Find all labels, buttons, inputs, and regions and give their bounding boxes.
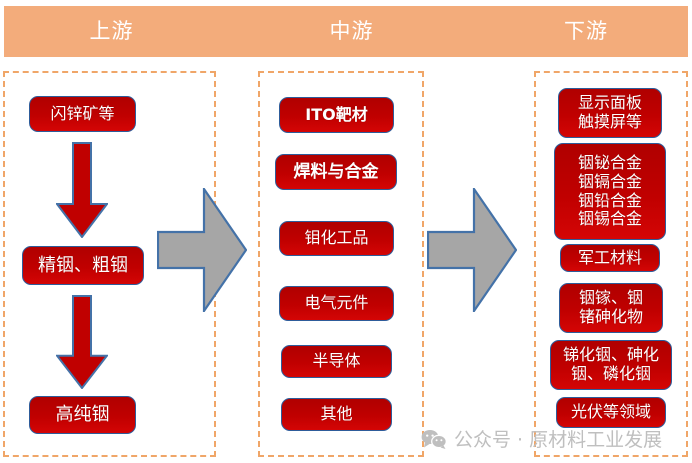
- midstream-box-ito-target[interactable]: ITO靶材: [279, 97, 394, 133]
- midstream-to-downstream-arrow-icon: [427, 188, 517, 312]
- upstream-to-midstream-arrow-icon: [157, 188, 247, 312]
- midstream-box-electrical-components[interactable]: 电气元件: [279, 286, 394, 321]
- downstream-box-indium-gallium-arsenide-text: 铟镓、铟锗砷化物: [578, 288, 643, 326]
- down-arrow-icon-1: [56, 142, 108, 238]
- downstream-box-photovoltaic[interactable]: 光伏等领域: [556, 397, 666, 428]
- downstream-box-display-panel[interactable]: 显示面板触摸屏等: [558, 88, 662, 138]
- upstream-box-high-purity-indium[interactable]: 高纯铟: [29, 396, 136, 434]
- downstream-box-photovoltaic-text: 光伏等领域: [570, 402, 651, 422]
- downstream-box-indium-alloys[interactable]: 铟铋合金铟镉合金铟铅合金铟锡合金: [554, 143, 666, 240]
- header-label-upstream: 上游: [89, 20, 134, 43]
- downstream-box-military-materials-text: 军工材料: [577, 247, 642, 267]
- downstream-box-indium-compounds-text: 锑化铟、砷化铟、磷化铟: [562, 345, 659, 383]
- downstream-box-display-panel-text: 显示面板触摸屏等: [577, 93, 642, 131]
- downstream-box-indium-alloys-text: 铟铋合金铟镉合金铟铅合金铟锡合金: [577, 152, 642, 229]
- down-arrow-icon-2: [56, 295, 108, 389]
- wechat-icon: [421, 429, 447, 449]
- header-label-downstream: 下游: [564, 20, 608, 43]
- midstream-box-molybdenum-chemicals[interactable]: 钼化工品: [279, 221, 394, 256]
- upstream-box-sphalerite[interactable]: 闪锌矿等: [29, 96, 136, 132]
- stage-header-band: 上游 中游 下游: [4, 6, 688, 57]
- header-label-midstream: 中游: [329, 20, 374, 43]
- midstream-stage-container: [258, 71, 424, 457]
- downstream-box-military-materials[interactable]: 军工材料: [560, 244, 660, 272]
- upstream-box-refined-crude-indium[interactable]: 精铟、粗铟: [22, 246, 144, 285]
- midstream-box-semiconductor[interactable]: 半导体: [281, 345, 392, 378]
- downstream-stage-container: [534, 71, 688, 457]
- midstream-box-solder-alloy[interactable]: 焊料与合金: [275, 154, 397, 190]
- downstream-box-indium-gallium-arsenide[interactable]: 铟镓、铟锗砷化物: [559, 283, 663, 333]
- midstream-box-other[interactable]: 其他: [281, 398, 392, 431]
- downstream-box-indium-compounds[interactable]: 锑化铟、砷化铟、磷化铟: [550, 340, 672, 390]
